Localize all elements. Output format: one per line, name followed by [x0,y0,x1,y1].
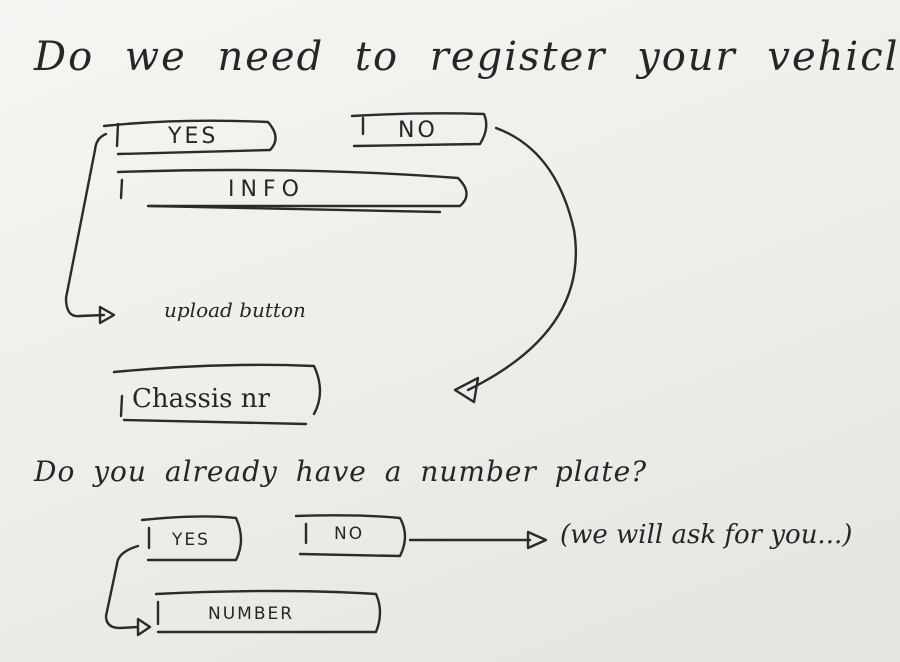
q2-no-box [294,514,407,558]
info-cursor [119,178,124,200]
yes-branch-arrowhead [98,305,116,325]
info-field-label[interactable]: INFO [228,177,305,202]
question-register-vehicle: Do we need to register your vehicle? [34,34,900,80]
upload-button[interactable]: upload button [164,298,306,322]
q2-yes-option[interactable]: YES [172,530,210,550]
q1-yes-cursor [115,122,120,148]
no-branch-arrow [466,126,578,392]
q2-no-option[interactable]: NO [334,524,365,544]
yes-branch-arrow [64,132,108,318]
number-field-box [154,589,382,634]
q1-yes-option[interactable]: YES [168,124,219,149]
question-number-plate: Do you already have a number plate? [34,455,648,488]
q1-yes-box [102,119,277,156]
chassis-underline [122,418,308,426]
q1-no-box [350,112,488,148]
no-branch-arrowhead [453,376,480,404]
q2-yes-box [140,515,243,562]
chassis-number-field[interactable]: Chassis nr [132,384,270,414]
chassis-cursor [119,394,124,418]
number-plate-field[interactable]: NUMBER [208,604,295,624]
q1-no-option[interactable]: NO [398,118,438,143]
info-field-box [116,168,468,208]
q2-yes-branch-arrowhead [136,617,152,637]
chassis-field-box [112,363,322,416]
q2-no-arrowhead [526,530,548,550]
q2-yes-branch-arrow [104,544,140,630]
no-plate-note: (we will ask for you...) [560,520,853,550]
info-underline [148,204,442,214]
